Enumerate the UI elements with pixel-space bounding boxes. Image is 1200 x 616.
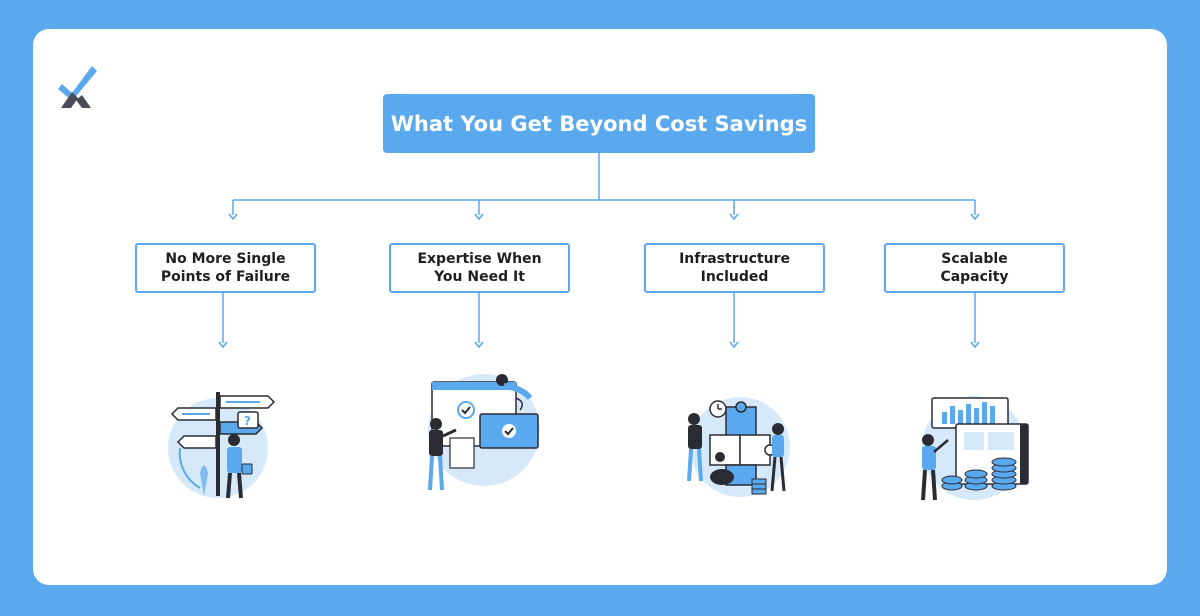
node-label-line2: Included [700, 269, 769, 285]
node-label-line1: Expertise When [417, 251, 542, 267]
node-label-line2: You Need It [434, 269, 525, 285]
expert-screens-illustration [428, 374, 540, 491]
node-label-line1: Scalable [941, 251, 1008, 267]
node-label-line2: Points of Failure [160, 269, 291, 285]
signpost-person-illustration: ? [168, 392, 276, 499]
growth-coins-illustration [921, 396, 1029, 501]
puzzle-team-illustration [687, 397, 790, 497]
node-label-line1: No More Single [165, 251, 286, 267]
diagram-title: What You Get Beyond Cost Savings [383, 94, 815, 153]
svg-text:?: ? [244, 414, 251, 428]
node-label-line1: Infrastructure [679, 251, 790, 267]
logo-check-icon [58, 66, 97, 108]
node-label-line2: Capacity [940, 269, 1009, 285]
